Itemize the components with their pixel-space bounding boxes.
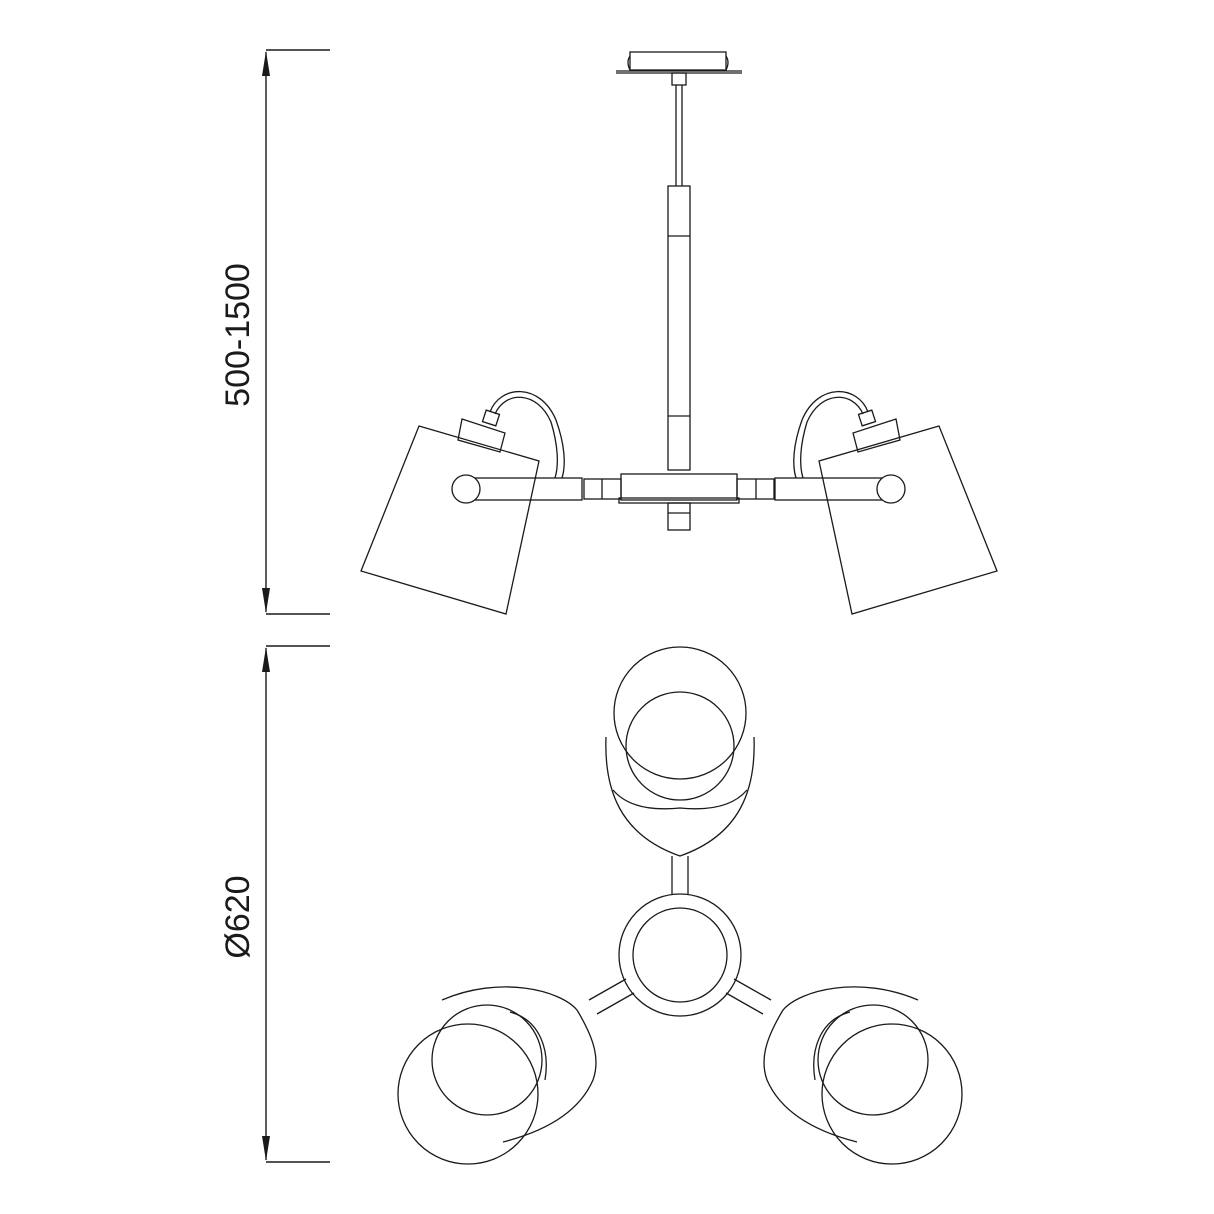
arrow-up-icon [262, 647, 270, 672]
canopy-screws [627, 55, 729, 71]
hub-outer-ring [618, 893, 742, 1017]
arm-left [451, 474, 622, 504]
pivot-knob-left [451, 474, 481, 504]
ceiling-canopy [616, 51, 742, 86]
bottom-finial [667, 502, 691, 531]
stem-tube [667, 185, 691, 471]
arm-right [736, 477, 892, 501]
shade-left-socket [457, 418, 506, 453]
canopy-grip [671, 72, 687, 86]
arrow-up-icon [262, 51, 270, 76]
cable-right [793, 391, 869, 479]
diameter-dimension [262, 645, 330, 1163]
shade-right [818, 409, 998, 615]
plan-arm-right [733, 978, 772, 1001]
diameter-dimension-label: Ø620 [219, 875, 257, 959]
shade-left [360, 409, 540, 615]
cable-left [489, 391, 565, 479]
plan-shade-right-rim [821, 1023, 963, 1165]
shade-right-socket [852, 418, 901, 453]
plan-shade-top [605, 646, 755, 857]
hub-inner-ring [632, 907, 728, 1003]
plan-arm-left [588, 978, 627, 1001]
height-dimension [262, 49, 330, 615]
side-elevation-view [360, 51, 998, 615]
plan-shade-left [397, 986, 597, 1165]
plan-shade-right [763, 986, 963, 1165]
plan-shade-top-rim [613, 646, 747, 780]
canopy-body [629, 51, 727, 71]
arrow-down-icon [262, 588, 270, 613]
height-dimension-label: 500-1500 [219, 263, 257, 407]
center-hub [620, 473, 738, 501]
arrow-down-icon [262, 1136, 270, 1161]
plan-shade-left-rim [397, 1023, 539, 1165]
top-plan-view [397, 646, 963, 1165]
pivot-knob-right [876, 474, 906, 504]
